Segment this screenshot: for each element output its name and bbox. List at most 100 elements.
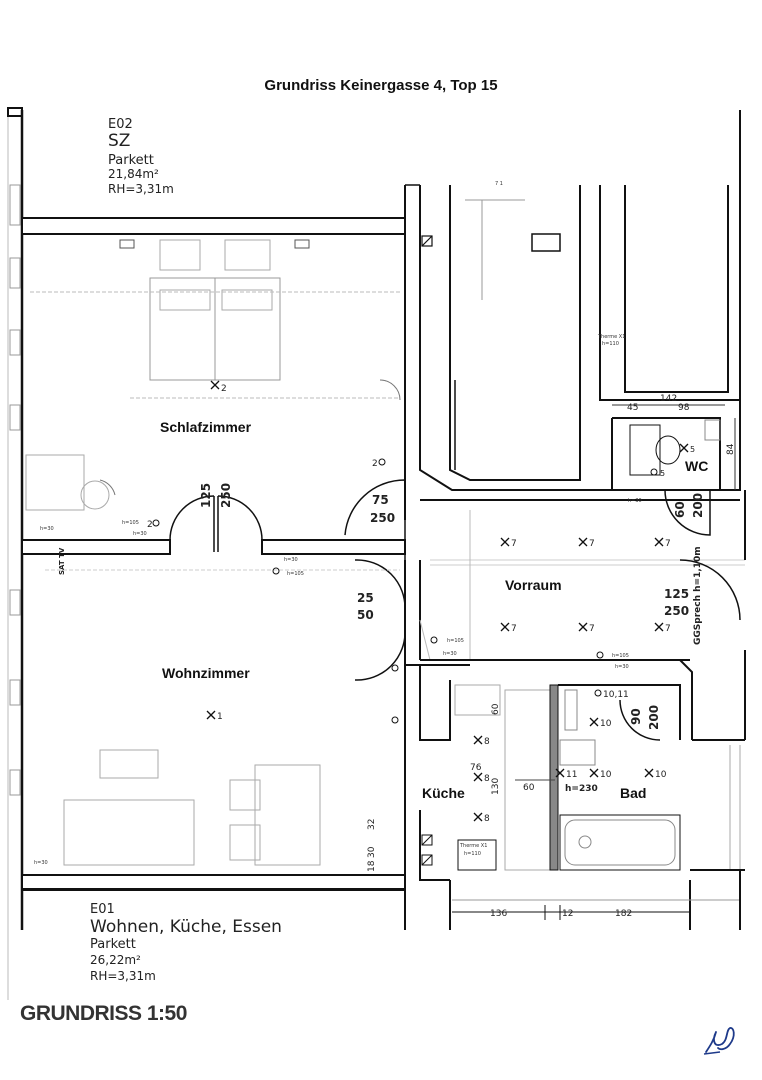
room-area: 26,22m² — [90, 953, 141, 967]
room-code-e02: E02 SZ Parkett 21,84m² RH=3,31m — [108, 117, 174, 196]
svg-text:200: 200 — [647, 705, 661, 730]
bedroom-top-wall — [21, 185, 406, 235]
svg-text:7: 7 — [589, 539, 595, 549]
point-x7a: 7 — [500, 537, 517, 549]
point-x10-11: 10,11 — [594, 689, 629, 700]
svg-text:h=110: h=110 — [464, 851, 481, 857]
plan-title: Grundriss Keinergasse 4, Top 15 — [264, 77, 498, 94]
svg-text:7: 7 — [665, 539, 671, 549]
svg-text:130: 130 — [491, 778, 501, 795]
point-x8c: 8 — [473, 812, 490, 824]
svg-text:98: 98 — [678, 403, 690, 413]
svg-text:h=30: h=30 — [615, 664, 629, 670]
svg-text:5: 5 — [660, 469, 665, 478]
bedroom-bottom-wall — [21, 495, 406, 555]
door-dims-vorraum: 75 250 — [370, 493, 395, 525]
svg-text:182: 182 — [615, 909, 632, 919]
svg-text:8: 8 — [484, 774, 490, 784]
room-floor: Parkett — [90, 937, 136, 952]
door-bedroom-vorraum — [344, 479, 406, 560]
door-dims-entry: 125 250 GGSprech h=1,10m — [664, 546, 703, 645]
svg-text:h=105: h=105 — [612, 653, 629, 659]
room-label-wc: WC — [685, 458, 708, 474]
svg-text:10,11: 10,11 — [603, 690, 629, 700]
room-floor: Parkett — [108, 153, 154, 168]
room-area: 21,84m² — [108, 167, 159, 181]
svg-text:h=30: h=30 — [40, 526, 54, 532]
svg-text:136: 136 — [490, 909, 507, 919]
side-dims: 32 18 30 136 12 182 — [367, 819, 632, 919]
socket-symbols: h=30 h=105 h=30 h=105 h=30 h=105 h=30 h=… — [34, 458, 642, 866]
svg-text:7 1: 7 1 — [495, 181, 503, 187]
room-height: RH=3,31m — [108, 182, 174, 196]
svg-text:1: 1 — [217, 712, 223, 722]
point-x7c: 7 — [654, 537, 671, 549]
svg-text:50: 50 — [357, 608, 374, 622]
point-x5b: 5 — [650, 468, 665, 478]
svg-text:142: 142 — [660, 394, 677, 404]
svg-text:h=105: h=105 — [287, 571, 304, 577]
point-x10c: 10 — [644, 768, 667, 780]
svg-text:45: 45 — [627, 403, 638, 413]
svg-text:2: 2 — [147, 520, 153, 530]
room-short-name: SZ — [108, 131, 130, 151]
svg-text:h=110: h=110 — [602, 341, 619, 347]
svg-text:h=230: h=230 — [565, 784, 598, 794]
bottom-strip — [21, 870, 741, 930]
svg-text:2: 2 — [372, 459, 378, 469]
svg-text:60: 60 — [523, 783, 535, 793]
left-exterior-wall — [7, 107, 24, 1000]
wc-room — [611, 404, 736, 536]
svg-text:60: 60 — [673, 501, 687, 518]
signature-icon — [703, 1027, 735, 1055]
point-x7e: 7 — [578, 622, 595, 634]
point-x7b: 7 — [578, 537, 595, 549]
entry-door — [679, 490, 746, 740]
svg-text:7: 7 — [511, 624, 517, 634]
svg-text:90: 90 — [629, 708, 643, 725]
svg-text:18: 18 — [367, 860, 377, 872]
svg-text:8: 8 — [484, 814, 490, 824]
point-x5a: 5 — [679, 443, 695, 454]
svg-text:h=30: h=30 — [443, 651, 457, 657]
svg-text:12: 12 — [562, 909, 573, 919]
svg-text:10: 10 — [655, 770, 667, 780]
point-x2: 2 — [210, 380, 227, 394]
point-x8b: 8 — [473, 772, 490, 784]
point-x11: 11 — [555, 768, 577, 780]
bedroom — [25, 239, 401, 511]
scale-label: GRUNDRISS 1:50 — [20, 1002, 187, 1025]
svg-text:76: 76 — [470, 763, 482, 773]
svg-text:h=30: h=30 — [133, 531, 147, 537]
svg-text:30: 30 — [367, 846, 377, 858]
door-dims-bad: 90 200 — [629, 705, 661, 730]
svg-text:SAT TV: SAT TV — [58, 547, 66, 575]
svg-text:75: 75 — [372, 493, 389, 507]
central-wall — [404, 184, 433, 880]
room-height: RH=3,31m — [90, 969, 156, 983]
wc-dims: 45 98 142 84 — [627, 394, 736, 455]
svg-text:125: 125 — [199, 483, 213, 508]
svg-text:10: 10 — [600, 770, 612, 780]
bathroom — [558, 684, 745, 871]
svg-text:7: 7 — [511, 539, 517, 549]
svg-text:7: 7 — [665, 624, 671, 634]
svg-text:84: 84 — [726, 443, 736, 455]
svg-text:125: 125 — [664, 587, 689, 601]
room-code-e01: E01 Wohnen, Küche, Essen Parkett 26,22m²… — [90, 902, 282, 983]
svg-text:10: 10 — [600, 719, 612, 729]
living-room — [21, 559, 406, 890]
therme-kitchen-label: Therme X1 — [459, 843, 487, 849]
door-dims-wc: 60 200 — [673, 493, 705, 518]
kitchen-dims: 60 76 130 60 h=230 Therme X1 h=110 — [459, 703, 598, 857]
room-label-wohnzimmer: Wohnzimmer — [162, 665, 250, 681]
room-label-kueche: Küche — [422, 785, 465, 801]
svg-text:7: 7 — [589, 624, 595, 634]
svg-text:h=30: h=30 — [284, 557, 298, 563]
room-short-name: Wohnen, Küche, Essen — [90, 917, 282, 937]
electrical-points: 2 1 7 7 7 7 7 7 5 5 8 8 8 10 10 10 11 10… — [206, 380, 695, 824]
point-x7f: 7 — [654, 622, 671, 634]
svg-text:h=30: h=30 — [34, 860, 48, 866]
room-code: E01 — [90, 902, 115, 917]
point-x10b: 10 — [589, 768, 612, 780]
